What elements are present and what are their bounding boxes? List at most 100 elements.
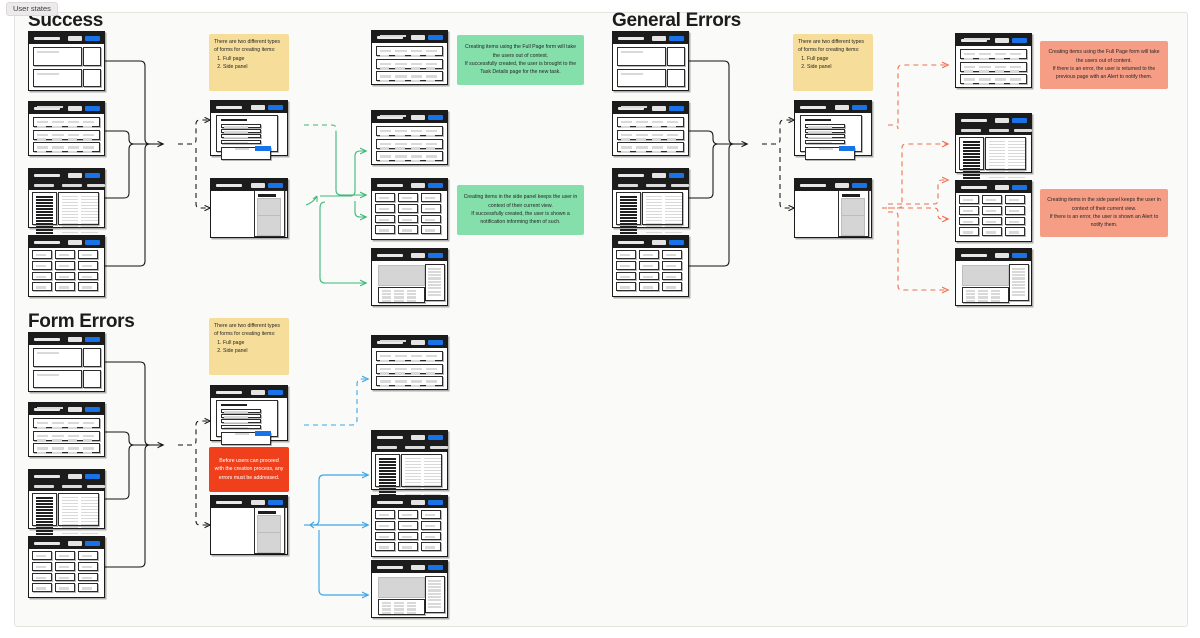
primary-button[interactable] (268, 499, 283, 505)
subbar-item[interactable] (671, 184, 689, 187)
subbar-item[interactable] (34, 184, 54, 187)
form-submit-button[interactable] (839, 146, 855, 151)
general-result-card-grid[interactable] (955, 180, 1032, 242)
primary-button[interactable] (669, 105, 684, 111)
primary-button[interactable] (268, 182, 283, 188)
success-full-page-form-screen[interactable] (210, 100, 288, 160)
subbar-item[interactable] (430, 446, 448, 449)
success-result-card-grid[interactable] (371, 178, 448, 240)
general-full-page-form-screen[interactable] (794, 100, 872, 160)
secondary-button[interactable] (68, 406, 82, 412)
secondary-button[interactable] (411, 499, 425, 505)
primary-button[interactable] (268, 389, 283, 395)
secondary-button[interactable] (251, 104, 265, 110)
secondary-button[interactable] (411, 339, 425, 345)
primary-button[interactable] (1012, 252, 1027, 258)
general-result-table-list[interactable] (955, 33, 1032, 88)
primary-button[interactable] (85, 239, 100, 245)
primary-button[interactable] (428, 114, 443, 120)
primary-button[interactable] (85, 473, 100, 479)
primary-button[interactable] (85, 406, 100, 412)
subbar-item[interactable] (87, 485, 105, 488)
secondary-button[interactable] (68, 35, 82, 41)
formerr-source-dashboard-panels-screen[interactable] (28, 332, 105, 392)
primary-button[interactable] (85, 540, 100, 546)
general-source-table-list-screen[interactable] (612, 101, 689, 156)
secondary-button[interactable] (251, 499, 265, 505)
subbar-item[interactable] (989, 129, 1009, 132)
primary-button[interactable] (669, 35, 684, 41)
success-source-list-detail-screen[interactable] (28, 168, 105, 234)
secondary-button[interactable] (652, 239, 666, 245)
form-submit-button[interactable] (255, 146, 271, 151)
secondary-button[interactable] (652, 105, 666, 111)
primary-button[interactable] (428, 252, 443, 258)
formerr-source-table-list-screen[interactable] (28, 402, 105, 457)
subbar-item[interactable] (618, 184, 638, 187)
success-source-table-list-screen[interactable] (28, 101, 105, 156)
primary-button[interactable] (428, 434, 443, 440)
secondary-button[interactable] (652, 172, 666, 178)
primary-button[interactable] (852, 104, 867, 110)
formerr-result-list-detail[interactable] (371, 430, 448, 496)
success-result-detail-view[interactable] (371, 248, 448, 306)
secondary-button[interactable] (995, 252, 1009, 258)
secondary-button[interactable] (68, 336, 82, 342)
secondary-button[interactable] (68, 540, 82, 546)
formerr-side-panel-form-screen[interactable] (210, 495, 288, 555)
secondary-button[interactable] (835, 182, 849, 188)
subbar-item[interactable] (34, 485, 54, 488)
secondary-button[interactable] (652, 35, 666, 41)
primary-button[interactable] (428, 499, 443, 505)
formerr-result-table-list[interactable] (371, 335, 448, 390)
primary-button[interactable] (428, 339, 443, 345)
success-side-panel-form-screen[interactable] (210, 178, 288, 238)
secondary-button[interactable] (835, 104, 849, 110)
general-side-panel-form-screen[interactable] (794, 178, 872, 238)
primary-button[interactable] (428, 182, 443, 188)
primary-button[interactable] (85, 172, 100, 178)
general-source-card-grid-screen[interactable] (612, 235, 689, 297)
subbar-item[interactable] (646, 184, 666, 187)
primary-button[interactable] (428, 564, 443, 570)
secondary-button[interactable] (995, 117, 1009, 123)
secondary-button[interactable] (995, 184, 1009, 190)
success-source-dashboard-panels-screen[interactable] (28, 31, 105, 91)
secondary-button[interactable] (68, 172, 82, 178)
primary-button[interactable] (428, 34, 443, 40)
general-result-list-detail[interactable] (955, 113, 1032, 179)
subbar-item[interactable] (62, 485, 82, 488)
secondary-button[interactable] (411, 182, 425, 188)
primary-button[interactable] (1012, 37, 1027, 43)
secondary-button[interactable] (411, 564, 425, 570)
formerr-full-page-form-screen[interactable] (210, 385, 288, 445)
secondary-button[interactable] (251, 389, 265, 395)
primary-button[interactable] (852, 182, 867, 188)
subbar-item[interactable] (405, 446, 425, 449)
general-source-dashboard-panels-screen[interactable] (612, 31, 689, 91)
general-source-list-detail-screen[interactable] (612, 168, 689, 234)
primary-button[interactable] (85, 105, 100, 111)
formerr-result-detail-view[interactable] (371, 560, 448, 618)
formerr-source-list-detail-screen[interactable] (28, 469, 105, 535)
secondary-button[interactable] (411, 252, 425, 258)
secondary-button[interactable] (995, 37, 1009, 43)
secondary-button[interactable] (411, 34, 425, 40)
primary-button[interactable] (85, 336, 100, 342)
formerr-source-card-grid-screen[interactable] (28, 536, 105, 598)
form-submit-button[interactable] (255, 431, 271, 436)
secondary-button[interactable] (251, 182, 265, 188)
formerr-result-card-grid[interactable] (371, 495, 448, 557)
secondary-button[interactable] (68, 473, 82, 479)
primary-button[interactable] (85, 35, 100, 41)
success-source-card-grid-screen[interactable] (28, 235, 105, 297)
secondary-button[interactable] (411, 434, 425, 440)
secondary-button[interactable] (411, 114, 425, 120)
subbar-item[interactable] (62, 184, 82, 187)
secondary-button[interactable] (68, 239, 82, 245)
subbar-item[interactable] (1014, 129, 1032, 132)
primary-button[interactable] (1012, 184, 1027, 190)
success-result-table-list-2[interactable] (371, 110, 448, 165)
subbar-item[interactable] (377, 446, 397, 449)
subbar-item[interactable] (87, 184, 105, 187)
